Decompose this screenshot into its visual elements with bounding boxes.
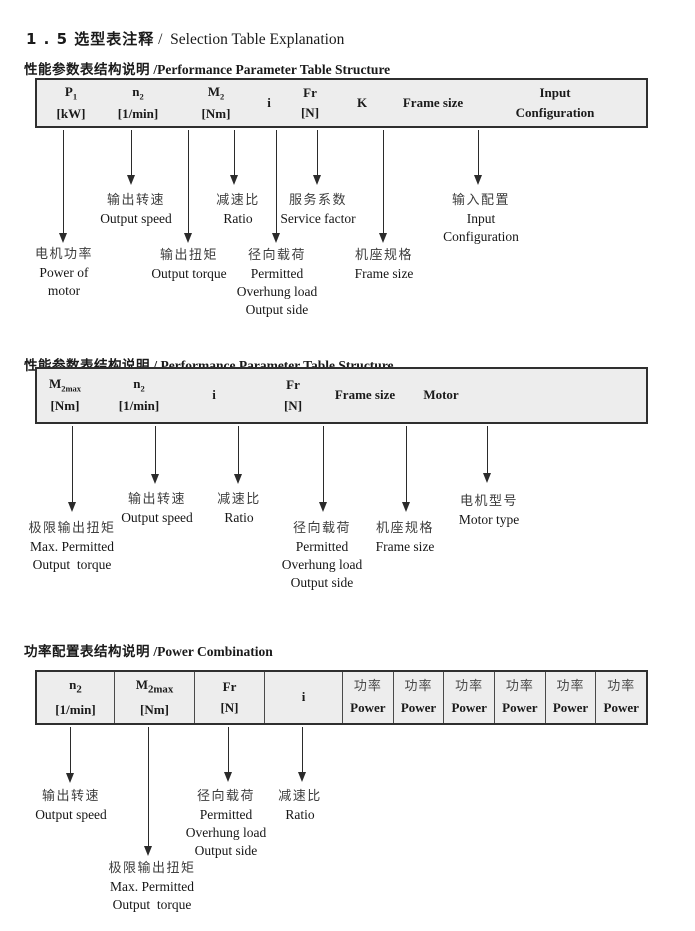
arrow-input-config <box>473 130 482 185</box>
arrow-max-output-torque <box>143 727 152 856</box>
arrow-ratio <box>229 130 238 185</box>
col-p1: P1[kW] <box>56 83 86 121</box>
arrow-output-speed <box>150 426 159 484</box>
col-i: i <box>265 672 343 723</box>
arrow-output-speed <box>65 727 74 783</box>
arrow-frame-size <box>401 426 410 512</box>
section1-heading-cn: 性能参数表结构说明 <box>24 62 150 78</box>
page-title-en: / Selection Table Explanation <box>154 31 345 48</box>
col-i: i <box>212 387 216 403</box>
col-n2: n2[1/min] <box>117 83 159 121</box>
arrow-motor-type <box>482 426 491 483</box>
col-frame-size: Frame size <box>334 387 396 403</box>
col-i: i <box>267 94 271 110</box>
col-motor: Motor <box>423 387 459 403</box>
arrow-service-factor <box>312 130 321 185</box>
col-k: K <box>356 94 368 110</box>
col-m2max: M2max[Nm] <box>115 672 195 723</box>
col-fr: Fr[N] <box>283 377 303 413</box>
col-n2: n2[1/min] <box>37 672 115 723</box>
arrow-ratio <box>233 426 242 484</box>
arrow-ratio <box>297 727 306 782</box>
col-frame-size: Frame size <box>402 94 464 110</box>
arrow-output-torque <box>183 130 192 243</box>
arrow-max-output-torque <box>67 426 76 512</box>
arrow-power-of-motor <box>58 130 67 243</box>
arrow-output-speed <box>126 130 135 185</box>
col-fr: Fr[N] <box>300 84 320 120</box>
arrow-overhung-load <box>318 426 327 512</box>
section1-heading-en: /Performance Parameter Table Structure <box>150 62 391 77</box>
section3-heading: 功率配置表结构说明 /Power Combination <box>8 622 273 679</box>
arrow-overhung-load <box>271 130 280 243</box>
col-m2: M2[Nm] <box>201 83 231 121</box>
performance-table-2: M2max[Nm] n2[1/min] i Fr[N] Frame size M… <box>35 367 648 424</box>
page-title-cn: 1 . 5 选型表注释 <box>26 30 155 48</box>
section3-heading-en: /Power Combination <box>150 644 273 659</box>
col-m2max: M2max[Nm] <box>48 376 82 414</box>
col-n2: n2[1/min] <box>118 376 160 414</box>
section1-heading: 性能参数表结构说明 /Performance Parameter Table S… <box>8 40 390 97</box>
section3-heading-cn: 功率配置表结构说明 <box>24 644 150 660</box>
page-title: 1 . 5 选型表注释 / Selection Table Explanatio… <box>10 10 344 67</box>
arrow-overhung-load <box>223 727 232 782</box>
arrow-frame-size <box>378 130 387 243</box>
performance-table-1: P1[kW] n2[1/min] M2[Nm] i Fr[N] K Frame … <box>35 78 648 128</box>
col-fr: Fr[N] <box>195 672 265 723</box>
